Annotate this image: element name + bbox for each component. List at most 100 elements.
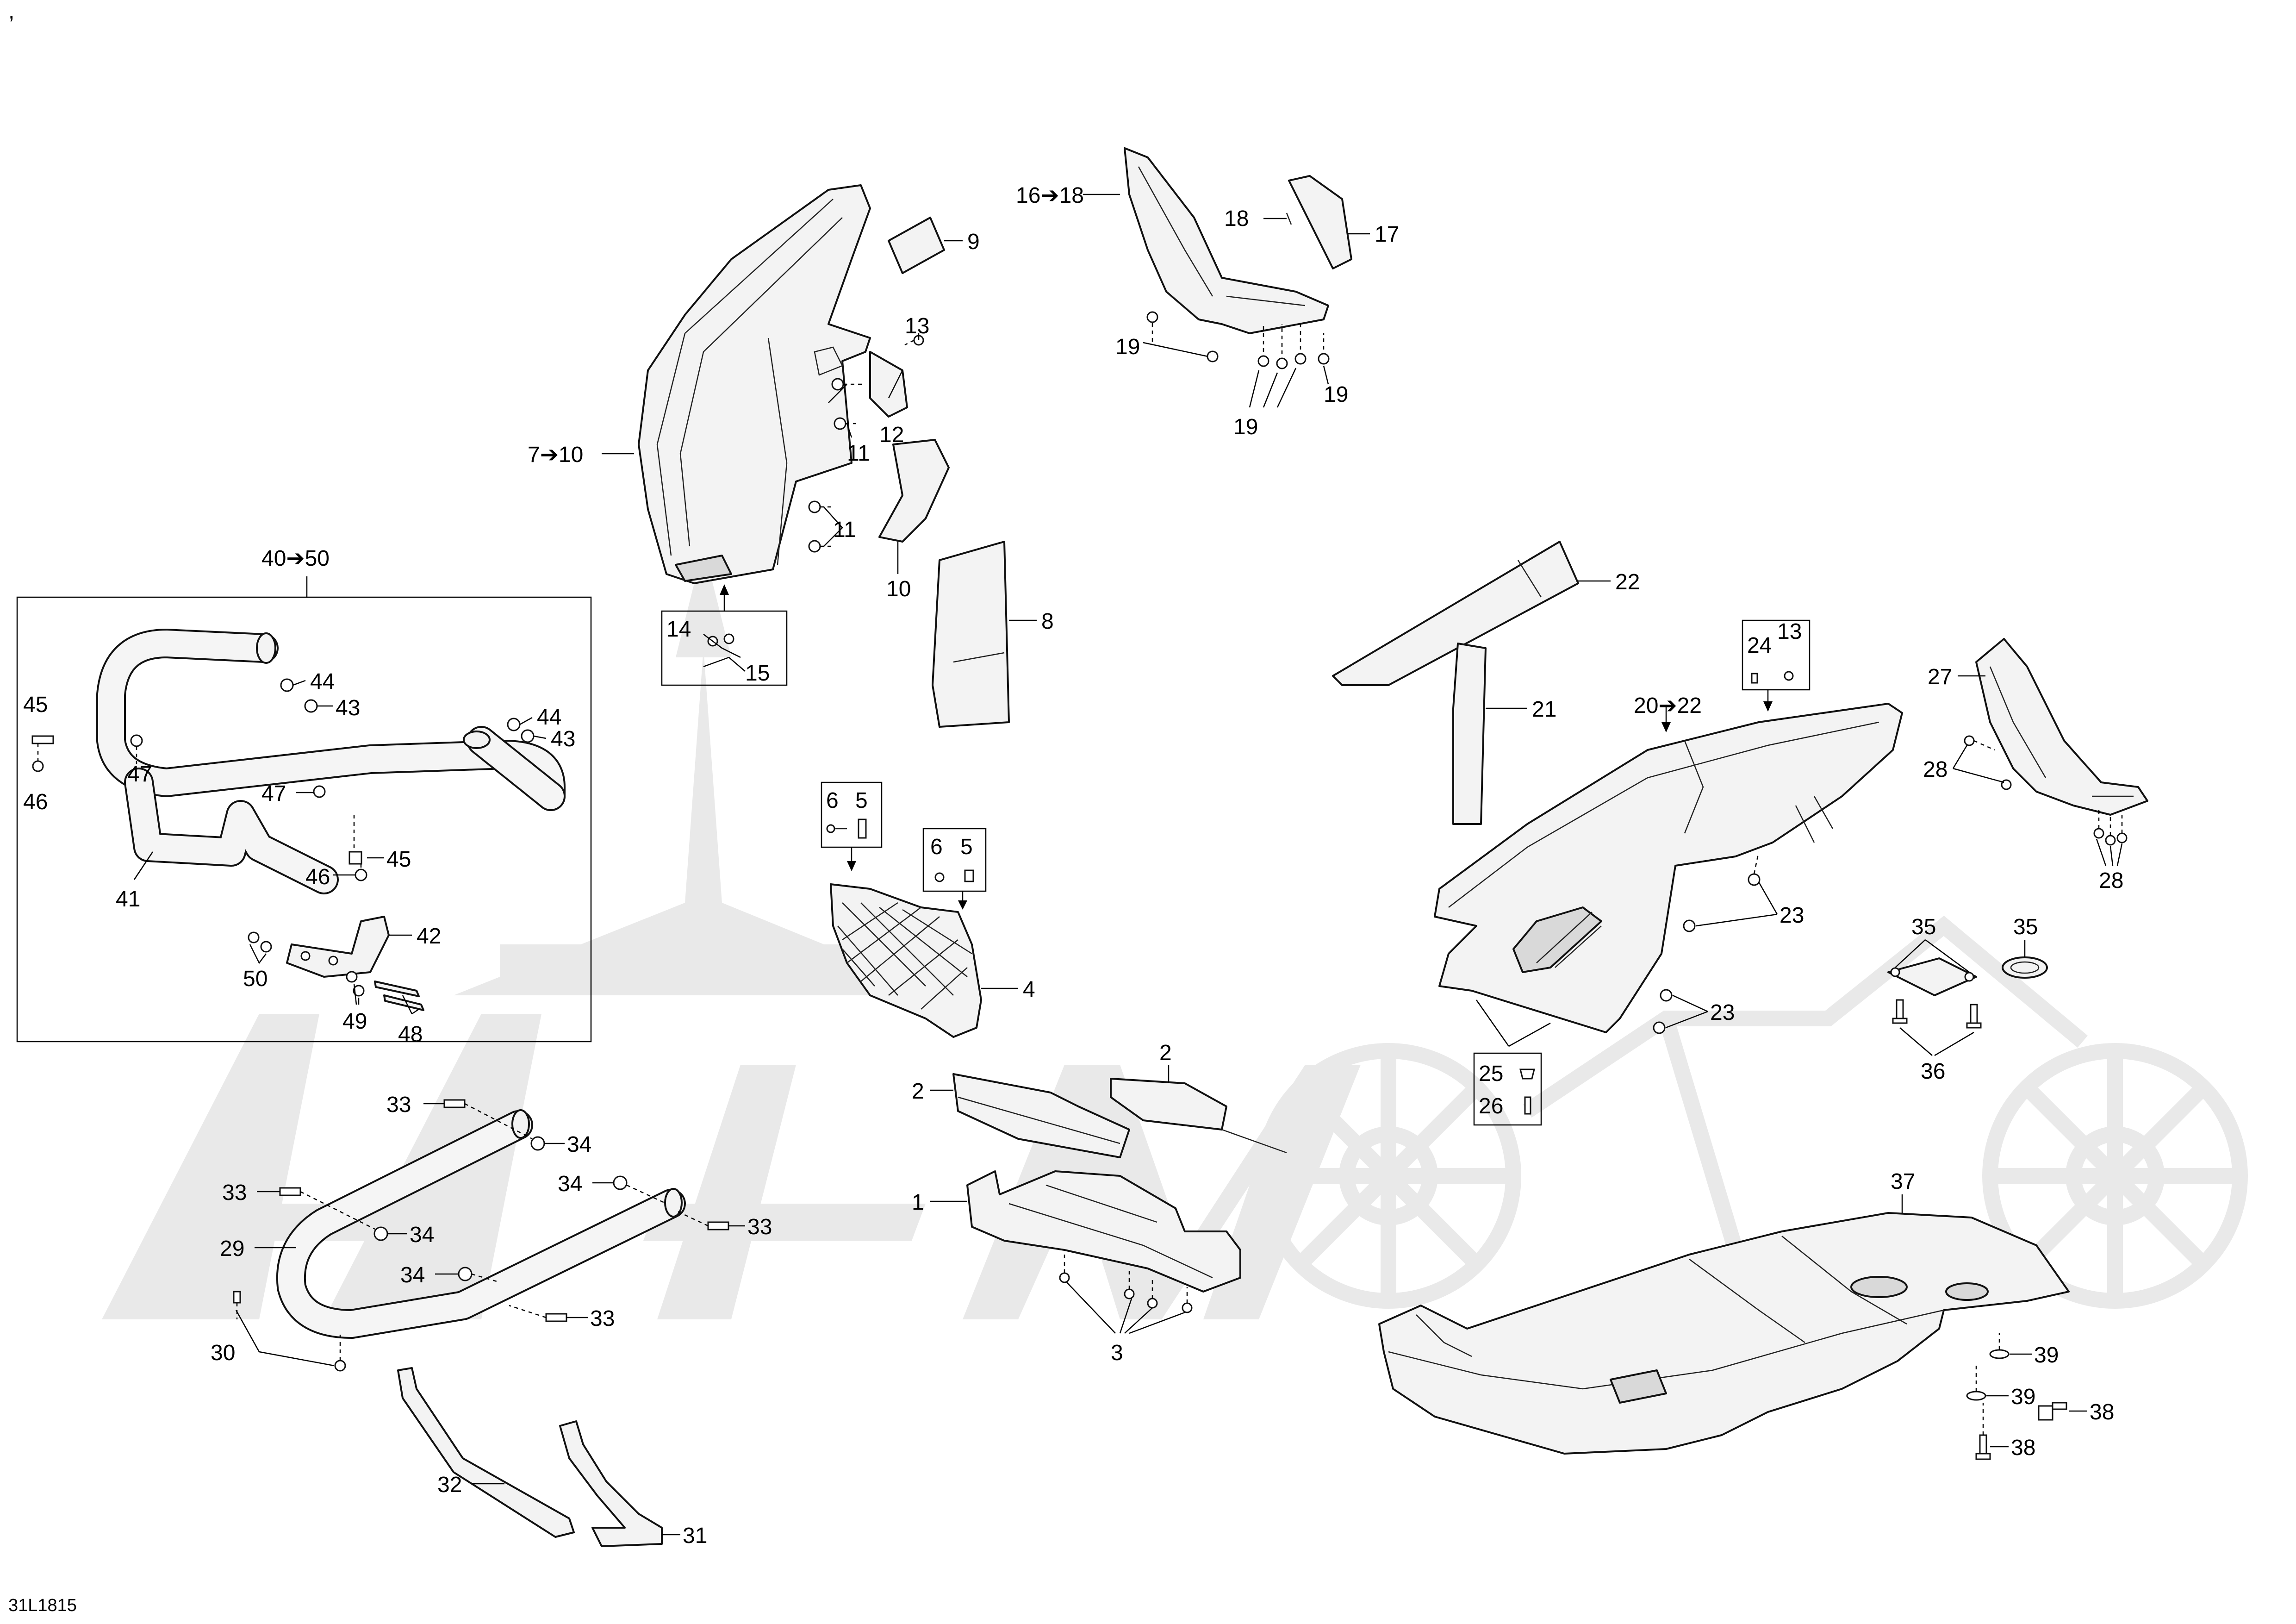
callout-38-left: 38 — [2011, 1436, 2035, 1460]
part-21-decal — [1452, 643, 1487, 825]
part-8-panel — [932, 541, 1010, 728]
part-31-strut — [559, 1420, 663, 1547]
part-22-decal — [1332, 541, 1579, 686]
fasteners-45-46-47 — [31, 734, 367, 881]
callout-39-right: 39 — [2034, 1343, 2059, 1368]
callout-33-b: 33 — [222, 1181, 247, 1205]
callout-4: 4 — [1023, 977, 1035, 1002]
callout-1: 1 — [912, 1190, 924, 1215]
callout-29: 29 — [220, 1237, 244, 1261]
part-10-trim — [878, 439, 950, 543]
fasteners-36 — [1892, 999, 1982, 1029]
callout-46-right: 46 — [305, 865, 330, 889]
box-13-24 — [1742, 619, 1811, 691]
part-27-bracket — [1975, 638, 2148, 816]
callout-36: 36 — [1921, 1059, 1945, 1084]
callout-5-left: 5 — [855, 788, 868, 813]
part-20-22-side-panel — [1434, 703, 1903, 1033]
callout-40-50: 40➔50 — [261, 546, 330, 571]
callout-25: 25 — [1479, 1062, 1503, 1086]
callout-48: 48 — [398, 1022, 423, 1047]
callout-47-mid: 47 — [261, 781, 286, 806]
callout-41: 41 — [116, 887, 140, 912]
callout-19-right: 19 — [1324, 382, 1348, 407]
callout-13-front: 13 — [905, 314, 929, 338]
callout-39-left: 39 — [2011, 1385, 2035, 1409]
callout-10: 10 — [886, 577, 911, 601]
part-17-cover — [1288, 175, 1352, 269]
callout-43-left: 43 — [336, 696, 360, 720]
callout-19-mid: 19 — [1233, 415, 1258, 439]
diagram-code: 31L1815 — [8, 1596, 77, 1615]
part-35-grommet — [2002, 956, 2048, 979]
callout-5-right: 5 — [960, 835, 973, 859]
callout-33-c: 33 — [747, 1215, 772, 1239]
part-35-cover-plate — [1887, 957, 1977, 996]
callout-11-top: 11 — [847, 441, 870, 466]
callout-44-left: 44 — [310, 669, 335, 694]
callout-13-side: 13 — [1777, 619, 1802, 644]
callout-45-left: 45 — [23, 693, 48, 717]
callout-6-right: 6 — [930, 835, 943, 859]
fasteners-19 — [1146, 311, 1330, 369]
callout-22: 22 — [1615, 570, 1640, 594]
callout-2-left: 2 — [912, 1079, 924, 1104]
callout-47-left: 47 — [127, 762, 152, 787]
part-16-18-bracket — [1124, 147, 1329, 334]
callout-43-right: 43 — [551, 727, 575, 751]
fasteners-38-39 — [1966, 1333, 2067, 1460]
callout-32: 32 — [437, 1473, 462, 1497]
callout-30: 30 — [211, 1341, 235, 1365]
callout-8: 8 — [1041, 609, 1054, 634]
callout-35-right: 35 — [2013, 915, 2038, 939]
callout-26: 26 — [1479, 1094, 1503, 1118]
fasteners-33-34 — [279, 1099, 729, 1322]
callout-31: 31 — [683, 1524, 707, 1548]
callout-49: 49 — [342, 1009, 367, 1034]
callout-24: 24 — [1747, 633, 1772, 658]
part-2-panel-right — [1110, 1078, 1287, 1154]
callout-17: 17 — [1375, 222, 1399, 247]
callout-45-right: 45 — [386, 847, 411, 872]
callout-27: 27 — [1928, 665, 1952, 689]
callout-37: 37 — [1891, 1169, 1915, 1194]
callout-50: 50 — [243, 967, 268, 991]
callout-3: 3 — [1111, 1341, 1123, 1365]
callout-42: 42 — [417, 924, 441, 949]
fasteners-48-49-50 — [248, 931, 424, 1011]
callout-15: 15 — [745, 661, 770, 686]
box-5-6-right — [922, 828, 987, 892]
callout-28-right: 28 — [2099, 868, 2123, 893]
callout-14: 14 — [666, 617, 691, 642]
callout-33-d: 33 — [590, 1306, 615, 1331]
callout-20-22: 20➔22 — [1634, 693, 1702, 718]
part-41-bumper-tube — [96, 629, 566, 894]
callout-28-left: 28 — [1923, 757, 1948, 782]
part-42-bracket — [286, 916, 390, 978]
callout-6-left: 6 — [826, 788, 839, 813]
part-9-decal — [888, 217, 945, 274]
box-40-50 — [16, 596, 592, 1043]
part-1-skid — [966, 1170, 1241, 1293]
part-4-grille — [830, 883, 982, 1038]
callout-44-right: 44 — [537, 705, 561, 730]
fasteners-23 — [1653, 851, 1761, 1034]
callout-38-right: 38 — [2090, 1400, 2114, 1424]
fasteners-11-12-13 — [808, 335, 924, 553]
callout-19-left: 19 — [1115, 335, 1140, 359]
box-25-26 — [1473, 1052, 1542, 1126]
callout-11-lower: 11 — [833, 518, 856, 542]
callout-34-d: 34 — [400, 1263, 425, 1287]
callout-23-lower: 23 — [1710, 1000, 1735, 1025]
callout-21: 21 — [1532, 697, 1556, 722]
corner-mark: , — [8, 0, 14, 24]
callout-35-left: 35 — [1911, 915, 1936, 939]
callout-46-left: 46 — [23, 790, 48, 814]
callout-34-b: 34 — [410, 1223, 434, 1247]
callout-34-a: 34 — [567, 1132, 591, 1157]
part-2-panel-left — [952, 1073, 1130, 1158]
part-37-skid-plate — [1378, 1212, 2070, 1455]
part-29-bumper — [276, 1109, 686, 1339]
callout-9: 9 — [967, 230, 980, 254]
